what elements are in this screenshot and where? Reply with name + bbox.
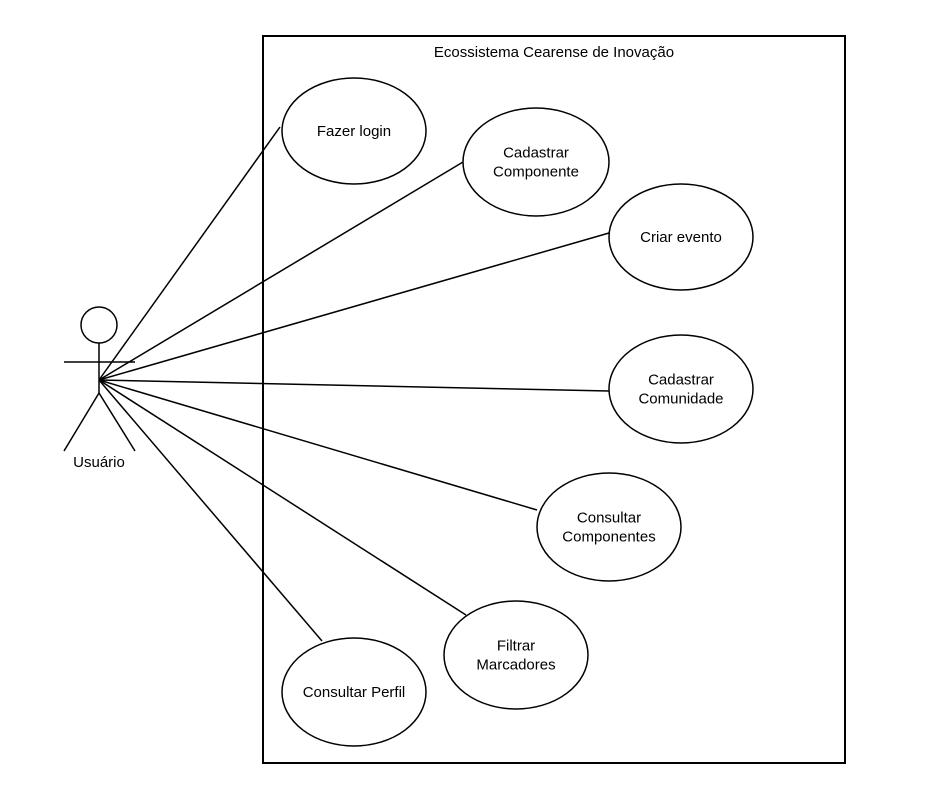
use-case-label: Marcadores <box>476 657 555 674</box>
use-case-ellipse <box>281 77 427 185</box>
use-case-fazer-login: Fazer login <box>281 77 427 185</box>
actor-usuario: Usuário <box>63 306 136 471</box>
use-case-label: Consultar Perfil <box>303 684 406 701</box>
associations <box>98 126 610 642</box>
use-case-label: Componentes <box>562 529 655 546</box>
use-case-consultar-perfil: Consultar Perfil <box>281 637 427 747</box>
use-case-label: Componente <box>493 164 579 181</box>
association-filtrar-marcadores <box>98 379 467 616</box>
use-case-label: Cadastrar <box>503 145 569 162</box>
use-case-ellipse <box>281 637 427 747</box>
actor-left-leg <box>63 392 100 452</box>
use-case-label: Fazer login <box>317 123 391 140</box>
use-case-label: Criar evento <box>640 229 722 246</box>
use-case-label: Cadastrar <box>648 372 714 389</box>
use-case-label: Filtrar <box>497 638 535 655</box>
system-title: Ecossistema Cearense de Inovação <box>434 44 674 61</box>
use-case-label: Comunidade <box>638 391 723 408</box>
association-criar-evento <box>98 232 610 381</box>
association-consultar-perfil <box>98 379 323 642</box>
use-case-label: Consultar <box>577 510 641 527</box>
association-fazer-login <box>98 126 281 381</box>
actor-head <box>80 306 118 344</box>
association-cadastrar-comunidade <box>98 379 610 392</box>
actor-right-leg <box>98 392 136 452</box>
association-cadastrar-componente <box>98 161 464 381</box>
use-case-ellipse <box>536 472 682 582</box>
use-case-ellipse <box>462 107 610 217</box>
system-boundary <box>262 35 846 764</box>
association-consultar-componentes <box>98 379 538 511</box>
use-case-ellipse <box>608 183 754 291</box>
use-case-ellipse <box>608 334 754 444</box>
use-case-ellipse <box>443 600 589 710</box>
use-case-criar-evento: Criar evento <box>608 183 754 291</box>
actor-label: Usuário <box>73 454 125 471</box>
